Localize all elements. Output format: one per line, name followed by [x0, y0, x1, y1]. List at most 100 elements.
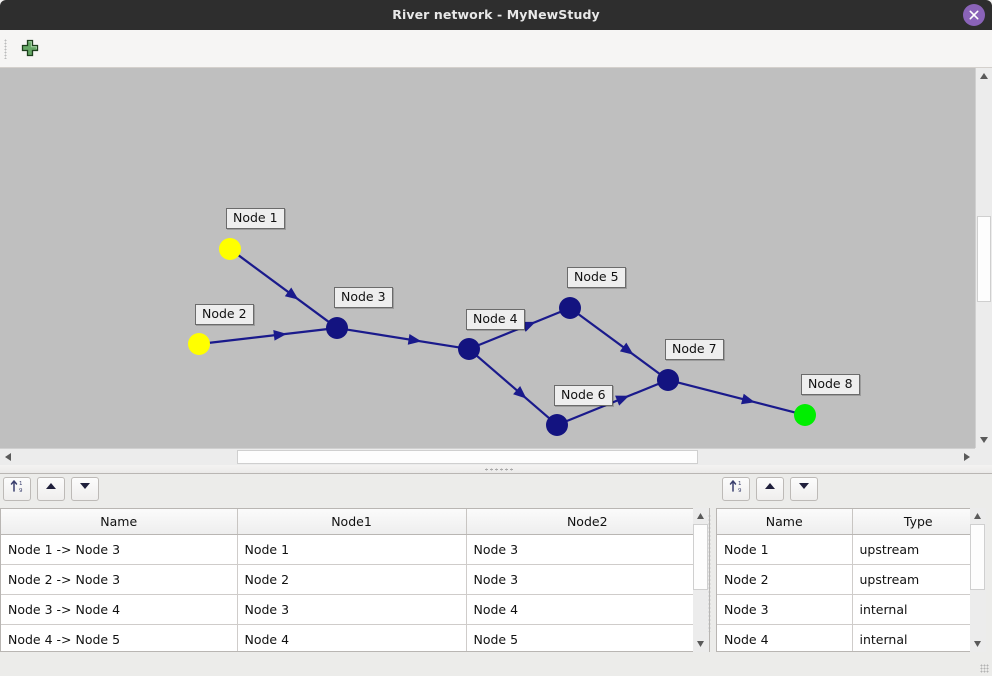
- scroll-left-icon[interactable]: [1, 449, 15, 465]
- branches-sort-button[interactable]: 1 9: [3, 477, 31, 501]
- table-cell[interactable]: upstream: [852, 564, 985, 595]
- graph-node-label[interactable]: Node 4: [466, 309, 525, 330]
- graph-node-label[interactable]: Node 3: [334, 287, 393, 308]
- branches-move-down-button[interactable]: [71, 477, 99, 501]
- graph-node-label[interactable]: Node 7: [665, 339, 724, 360]
- table-cell[interactable]: Node 3: [466, 534, 709, 565]
- svg-text:9: 9: [738, 488, 742, 494]
- graph-node[interactable]: [458, 338, 480, 360]
- nodes-toolbar: 1 9: [710, 474, 992, 508]
- graph-node[interactable]: [559, 297, 581, 319]
- column-header[interactable]: Node1: [237, 509, 467, 535]
- branches-scroll-thumb[interactable]: [693, 524, 708, 590]
- table-cell[interactable]: internal: [852, 624, 985, 651]
- table-cell[interactable]: Node 1: [237, 534, 467, 565]
- canvas-horizontal-scrollbar[interactable]: [0, 448, 975, 465]
- branches-scroll-down-icon[interactable]: [693, 637, 708, 651]
- nodes-scroll-down-icon[interactable]: [970, 637, 985, 651]
- nodes-scroll-thumb[interactable]: [970, 524, 985, 590]
- graph-node[interactable]: [794, 404, 816, 426]
- scroll-up-icon[interactable]: [976, 69, 992, 83]
- graph-node-label[interactable]: Node 2: [195, 304, 254, 325]
- toolbar-grip[interactable]: [4, 39, 7, 59]
- canvas-vscroll-thumb[interactable]: [977, 216, 991, 302]
- graph-edge[interactable]: [237, 254, 330, 323]
- column-header[interactable]: Node2: [466, 509, 709, 535]
- graph-node[interactable]: [188, 333, 210, 355]
- branches-scroll-up-icon[interactable]: [693, 509, 708, 523]
- table-cell[interactable]: Node 1 -> Node 3: [1, 534, 238, 565]
- table-cell[interactable]: Node 5: [466, 624, 709, 651]
- graph-edge[interactable]: [577, 313, 661, 375]
- diagram-viewport[interactable]: Node 1 Node 2 Node 3 Node 4 Node 5 Node 6 Node…: [0, 68, 975, 448]
- table-cell[interactable]: Node 1: [717, 534, 853, 565]
- graph-edge[interactable]: [208, 328, 328, 344]
- table-cell[interactable]: Node 2 -> Node 3: [1, 564, 238, 595]
- network-diagram-canvas[interactable]: Node 1 Node 2 Node 3 Node 4 Node 5 Node 6 Node…: [0, 68, 992, 462]
- scroll-right-icon[interactable]: [960, 449, 974, 465]
- table-cell[interactable]: Node 4: [466, 594, 709, 625]
- graph-edge[interactable]: [475, 354, 551, 420]
- graph-node-label[interactable]: Node 1: [226, 208, 285, 229]
- nodes-sort-button[interactable]: 1 9: [722, 477, 750, 501]
- table-cell[interactable]: Node 4 -> Node 5: [1, 624, 238, 651]
- graph-edge[interactable]: [677, 381, 796, 414]
- nodes-scroll-up-icon[interactable]: [970, 509, 985, 523]
- branches-table-scrollbar[interactable]: [693, 508, 709, 652]
- nodes-table-scrollbar[interactable]: [970, 508, 986, 652]
- table-cell[interactable]: Node 2: [237, 564, 467, 595]
- column-header[interactable]: Name: [717, 509, 853, 535]
- canvas-vertical-scrollbar[interactable]: [975, 68, 992, 448]
- add-plus-icon[interactable]: [21, 39, 39, 60]
- graph-node-label[interactable]: Node 5: [567, 267, 626, 288]
- nodes-move-down-button[interactable]: [790, 477, 818, 501]
- scrollbar-corner: [975, 448, 992, 465]
- graph-node[interactable]: [219, 238, 241, 260]
- canvas-hscroll-thumb[interactable]: [237, 450, 698, 464]
- table-cell[interactable]: Node 3: [237, 594, 467, 625]
- scroll-down-icon[interactable]: [976, 433, 992, 447]
- svg-text:1: 1: [738, 481, 742, 487]
- table-cell[interactable]: upstream: [852, 534, 985, 565]
- table-cell[interactable]: Node 3: [717, 594, 853, 625]
- table-cell[interactable]: Node 4: [717, 624, 853, 651]
- table-cell[interactable]: Node 3: [466, 564, 709, 595]
- graph-node-label[interactable]: Node 6: [554, 385, 613, 406]
- graph-node[interactable]: [546, 414, 568, 436]
- panels-divider[interactable]: [708, 514, 711, 632]
- edge-arrow-icon: [513, 386, 527, 399]
- graph-node-label[interactable]: Node 8: [801, 374, 860, 395]
- main-toolbar: [0, 30, 992, 84]
- graph-node[interactable]: [657, 369, 679, 391]
- table-cell[interactable]: internal: [852, 594, 985, 625]
- graph-edge[interactable]: [346, 328, 460, 349]
- window-resize-grip[interactable]: [980, 664, 989, 673]
- branches-move-up-button[interactable]: [37, 477, 65, 501]
- svg-text:9: 9: [19, 488, 23, 494]
- panel-splitter[interactable]: [0, 465, 992, 474]
- svg-text:1: 1: [19, 481, 23, 487]
- table-cell[interactable]: Node 3 -> Node 4: [1, 594, 238, 625]
- table-cell[interactable]: Node 2: [717, 564, 853, 595]
- edge-arrow-icon: [619, 342, 634, 355]
- table-cell[interactable]: Node 4: [237, 624, 467, 651]
- nodes-move-up-button[interactable]: [756, 477, 784, 501]
- network-graph: [188, 238, 816, 436]
- column-header[interactable]: Type: [852, 509, 985, 535]
- close-icon[interactable]: [963, 4, 985, 26]
- graph-node[interactable]: [326, 317, 348, 339]
- column-header[interactable]: Name: [1, 509, 238, 535]
